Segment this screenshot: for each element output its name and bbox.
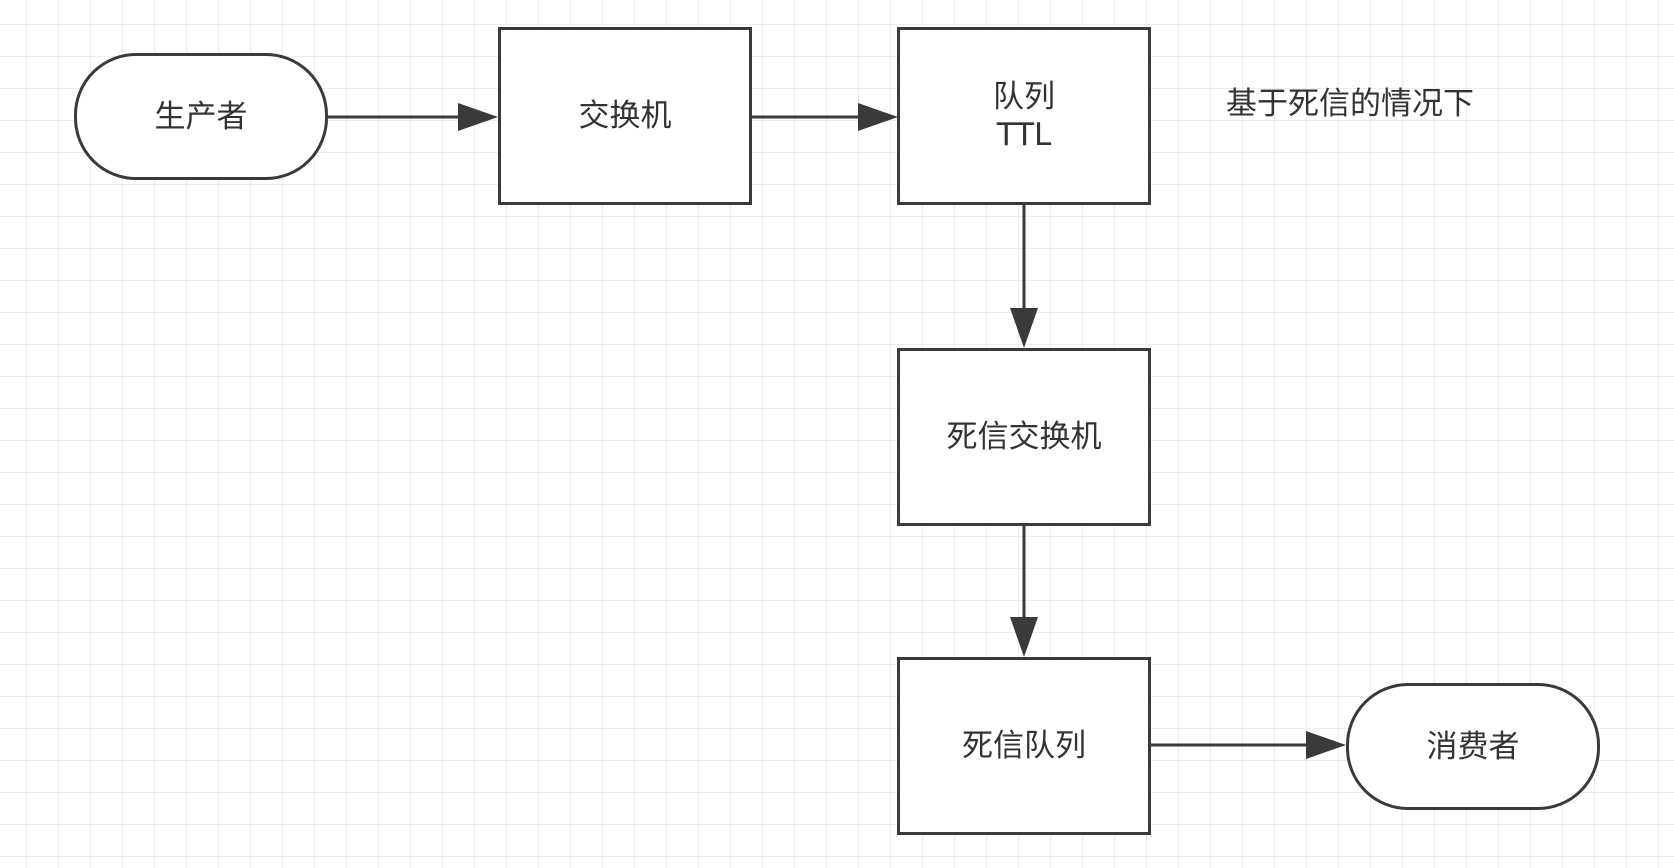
dead-letter-queue-label: 死信队列 xyxy=(962,728,1086,764)
producer-label: 生产者 xyxy=(154,98,248,135)
queue-label-line1: 队列 xyxy=(993,79,1055,115)
consumer-label: 消费者 xyxy=(1426,728,1520,765)
edge-dead-letter-queue-to-consumer xyxy=(1150,731,1346,759)
dead-letter-queue-node[interactable]: 死信队列 xyxy=(897,657,1151,835)
exchange-node[interactable]: 交换机 xyxy=(498,27,752,205)
producer-node[interactable]: 生产者 xyxy=(74,53,328,180)
consumer-node[interactable]: 消费者 xyxy=(1346,683,1600,810)
diagram-note: 基于死信的情况下 xyxy=(1226,86,1474,122)
edge-producer-to-exchange xyxy=(327,103,498,131)
queue-label-line2: TTL xyxy=(996,117,1052,153)
queue-node[interactable]: 队列 TTL xyxy=(897,27,1151,205)
exchange-label: 交换机 xyxy=(578,98,672,134)
dead-letter-exchange-node[interactable]: 死信交换机 xyxy=(897,348,1151,526)
dead-letter-exchange-label: 死信交换机 xyxy=(946,419,1102,455)
edge-exchange-to-queue xyxy=(752,103,898,131)
edge-dead-letter-exchange-to-dead-letter-queue xyxy=(1010,526,1038,657)
edge-queue-to-dead-letter-exchange xyxy=(1010,205,1038,348)
